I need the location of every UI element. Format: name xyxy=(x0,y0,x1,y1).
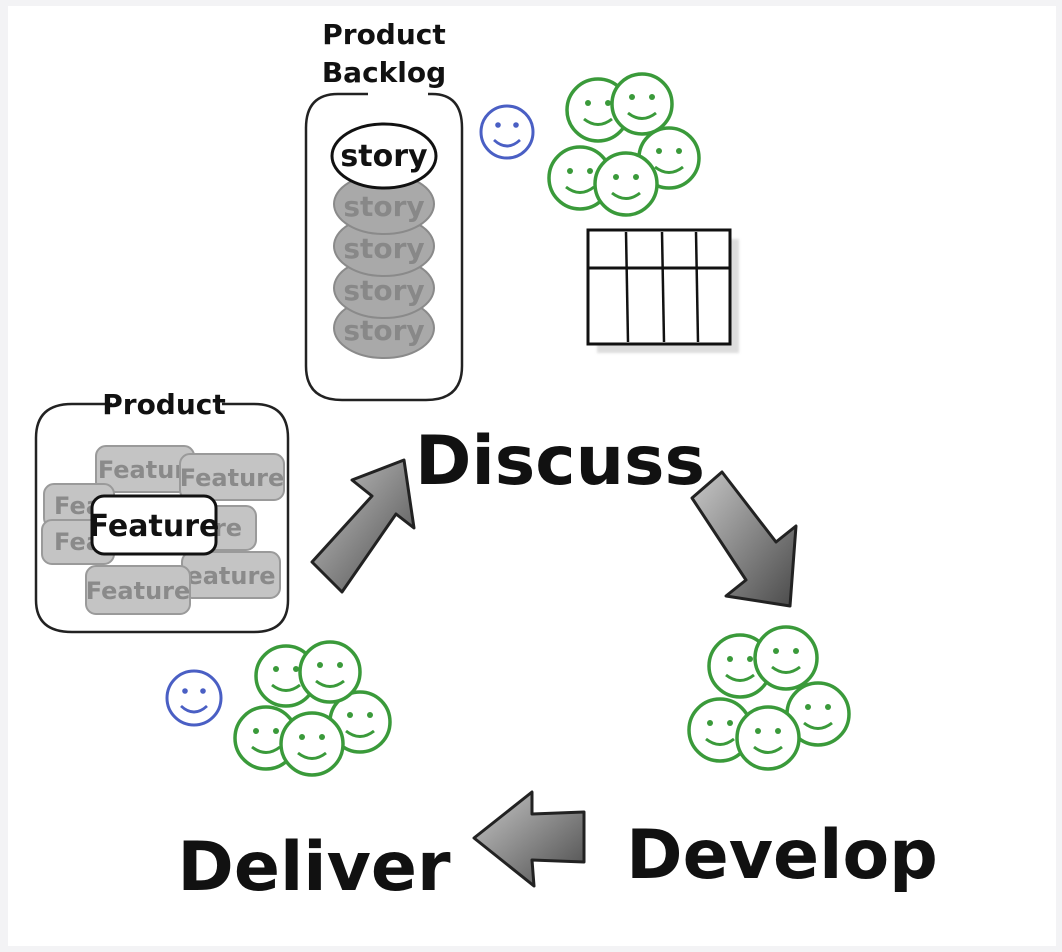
customer-smiley-icon xyxy=(479,104,535,160)
backlog-story-label: story xyxy=(343,274,424,307)
diagram-canvas: Product Backlog story story story story xyxy=(8,6,1056,946)
feature-card-label: re xyxy=(214,514,242,542)
arrow-discuss-to-develop xyxy=(690,470,798,608)
team-member-smiley-icon xyxy=(298,640,362,704)
arrow-deliver-to-discuss xyxy=(310,458,416,594)
product-backlog-group: Product Backlog story story story story xyxy=(304,18,464,402)
product-backlog-frame xyxy=(304,92,464,402)
team-member-smiley-icon xyxy=(279,711,345,777)
agile-cycle-diagram: Product Backlog story story story story xyxy=(34,18,938,907)
team-member-smiley-icon xyxy=(753,625,819,691)
deliver-label: Deliver xyxy=(177,828,451,907)
arrow-develop-to-deliver xyxy=(472,790,586,888)
top-feature-card: Feature xyxy=(89,494,220,556)
feature-card-label: Feature xyxy=(86,577,191,605)
develop-label: Develop xyxy=(626,816,938,895)
backlog-top-story-cloud: story xyxy=(330,122,438,190)
product-frame xyxy=(34,402,290,634)
task-board-icon xyxy=(586,228,739,353)
backlog-story-label: story xyxy=(343,190,424,223)
feature-card-label: Feature xyxy=(180,464,285,492)
feature-card-label: eature xyxy=(186,562,275,590)
feature-card-label: Featur xyxy=(98,456,186,484)
feature-card: Featur xyxy=(95,445,195,493)
backlog-story-cloud: story xyxy=(333,173,435,235)
backlog-story-label: story xyxy=(343,314,424,347)
product-backlog-title-line2: Backlog xyxy=(322,56,446,89)
backlog-top-story-label: story xyxy=(340,139,428,174)
feature-card: eature xyxy=(181,551,281,599)
product-title: Product xyxy=(102,388,226,421)
product-group: Product Featur Feature Fea Fea re eature xyxy=(34,388,290,634)
discuss-label: Discuss xyxy=(415,422,705,501)
feature-card: Feature xyxy=(179,453,285,501)
team-member-smiley-icon xyxy=(593,151,659,217)
top-feature-label: Feature xyxy=(89,509,220,544)
team-icon-discuss xyxy=(547,72,701,217)
customer-smiley-icon xyxy=(165,669,223,727)
team-icon-deliver xyxy=(233,640,392,777)
team-member-smiley-icon xyxy=(610,72,674,136)
team-member-smiley-icon xyxy=(785,681,851,747)
team-member-smiley-icon xyxy=(735,705,801,771)
product-backlog-title-line1: Product xyxy=(322,18,446,51)
feature-card: Feature xyxy=(85,565,191,615)
backlog-stack: story story story story story xyxy=(330,122,438,359)
team-icon-develop xyxy=(687,625,851,771)
backlog-story-label: story xyxy=(343,232,424,265)
